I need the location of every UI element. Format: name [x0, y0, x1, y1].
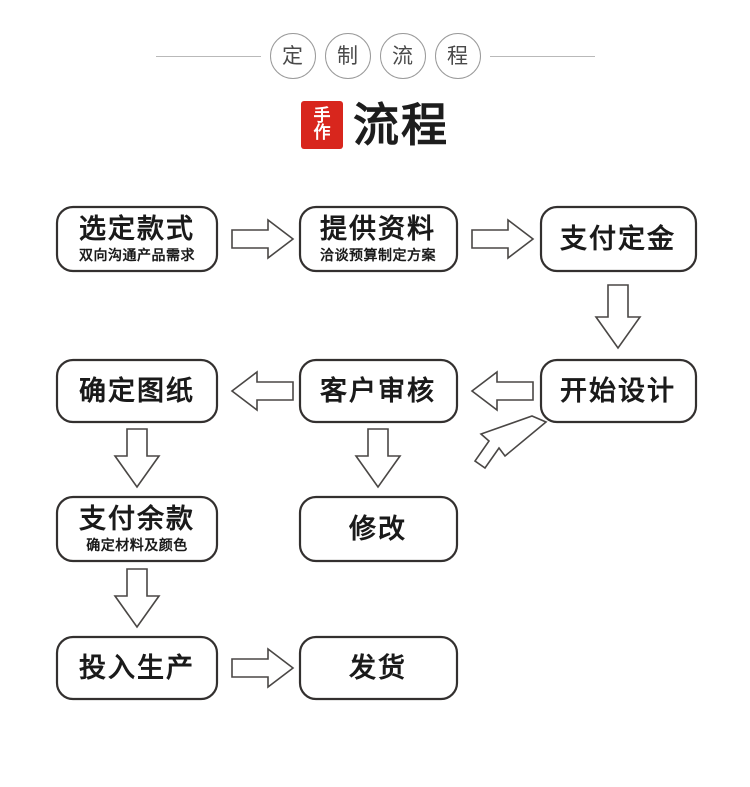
node-pay-balance-box [55, 495, 219, 563]
arrow-customer-review-to-revise [354, 428, 402, 489]
node-confirm-drawing-title: 确定图纸 [79, 375, 195, 407]
flow-node-shipping[interactable]: 发货 [298, 635, 459, 701]
page-title-text: 流程 [353, 98, 449, 152]
node-shipping-box [298, 635, 459, 701]
node-select-style-box [55, 205, 219, 273]
node-confirm-drawing-box [55, 358, 219, 424]
arrow-pay-balance-to-production [113, 568, 161, 629]
node-shipping-title: 发货 [348, 652, 407, 684]
handmade-seal-stamp: 手 作 [301, 101, 343, 149]
arrow-confirm-drawing-to-pay-balance [113, 428, 161, 489]
header-circle-char-4: 程 [434, 33, 481, 79]
node-start-design-box [539, 358, 698, 424]
seal-char-top: 手 [313, 105, 331, 126]
process-flowchart: 选定款式 双向沟通产品需求 提供资料 洽谈预算制定方案 支付定金 确定图纸 客户… [55, 205, 698, 701]
arrow-provide-info-to-pay-deposit [471, 218, 535, 260]
node-start-design-title: 开始设计 [560, 375, 676, 407]
node-pay-balance-title: 支付余款 [79, 503, 195, 535]
flow-node-revise[interactable]: 修改 [298, 495, 459, 563]
header-circle-char-1: 定 [269, 33, 316, 79]
arrow-production-to-shipping [231, 647, 295, 689]
seal-char-bottom: 作 [313, 123, 331, 143]
node-provide-info-box [298, 205, 459, 273]
node-pay-deposit-box [539, 205, 698, 273]
flow-node-start-design[interactable]: 开始设计 [539, 358, 698, 424]
header-rule-right [489, 55, 595, 57]
arrow-customer-review-to-confirm-drawing [230, 370, 294, 412]
node-production-box [55, 635, 219, 701]
node-revise-box [298, 495, 459, 563]
node-production-title: 投入生产 [79, 653, 195, 684]
arrow-start-design-to-customer-review [470, 370, 534, 412]
flow-node-customer-review[interactable]: 客户审核 [298, 358, 459, 424]
flow-node-pay-deposit[interactable]: 支付定金 [539, 205, 698, 273]
arrow-select-style-to-provide-info [231, 218, 295, 260]
flow-node-confirm-drawing[interactable]: 确定图纸 [55, 358, 219, 424]
header-circle-char-2: 制 [324, 33, 371, 79]
node-select-style-subtitle: 双向沟通产品需求 [79, 247, 195, 264]
node-customer-review-box [298, 358, 459, 424]
node-pay-deposit-title: 支付定金 [560, 223, 676, 255]
page-title: 手 作 流程 [0, 92, 750, 158]
flow-node-pay-balance[interactable]: 支付余款 确定材料及颜色 [55, 495, 219, 563]
node-revise-title: 修改 [348, 514, 407, 545]
node-provide-info-subtitle: 洽谈预算制定方案 [320, 247, 436, 264]
arrow-pay-deposit-to-start-design [594, 284, 642, 350]
node-pay-balance-subtitle: 确定材料及颜色 [86, 537, 188, 554]
node-provide-info-title: 提供资料 [320, 214, 436, 245]
flow-node-select-style[interactable]: 选定款式 双向沟通产品需求 [55, 205, 219, 273]
flow-node-production[interactable]: 投入生产 [55, 635, 219, 701]
arrow-revise-to-start-design [473, 415, 548, 470]
page-header-ornament: 定 制 流 程 [0, 28, 750, 84]
flow-node-provide-info[interactable]: 提供资料 洽谈预算制定方案 [298, 205, 459, 273]
header-circle-char-3: 流 [379, 33, 426, 79]
header-rule-left [155, 55, 261, 57]
node-select-style-title: 选定款式 [79, 213, 195, 245]
node-customer-review-title: 客户审核 [320, 375, 436, 407]
